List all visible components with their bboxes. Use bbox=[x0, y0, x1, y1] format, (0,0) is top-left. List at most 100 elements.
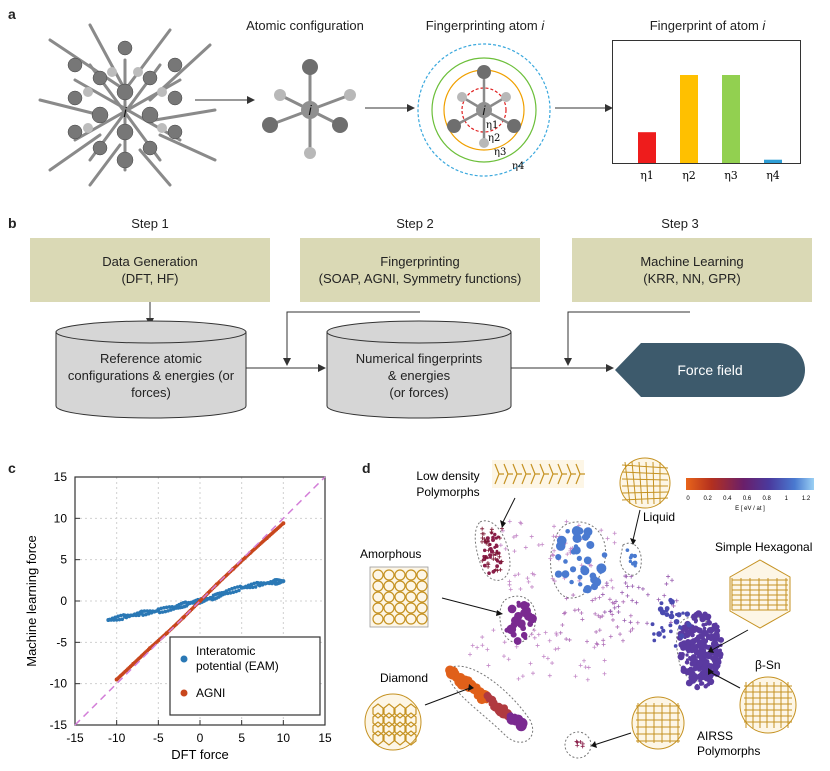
cross-marker bbox=[593, 611, 598, 616]
arrow-a3 bbox=[555, 104, 613, 112]
cross-marker bbox=[501, 654, 506, 659]
cross-marker bbox=[554, 631, 559, 636]
amorphous-point bbox=[516, 619, 526, 629]
liquid-point bbox=[563, 559, 568, 564]
label-low-density-line1: Low density bbox=[416, 469, 479, 483]
cross-marker bbox=[520, 674, 525, 679]
cross-marker bbox=[610, 617, 615, 622]
beta-sn-point bbox=[656, 631, 662, 637]
point-eam bbox=[159, 606, 163, 611]
cross-marker bbox=[536, 632, 541, 637]
cross-marker bbox=[485, 647, 490, 652]
cross-marker bbox=[615, 624, 620, 629]
cross-marker bbox=[547, 673, 552, 678]
amorphous-point bbox=[507, 604, 517, 614]
cross-marker bbox=[528, 661, 533, 666]
point-eam bbox=[230, 586, 234, 591]
cross-marker bbox=[585, 677, 590, 682]
low-density-cross bbox=[495, 568, 500, 573]
y-tick-label: 0 bbox=[60, 594, 67, 608]
atomic-configuration-image: i bbox=[262, 59, 356, 159]
cross-marker bbox=[503, 546, 508, 551]
point-eam bbox=[237, 588, 241, 593]
colorbar-label: E [ eV / at ] bbox=[735, 506, 765, 512]
beta-sn-point bbox=[699, 632, 706, 639]
point-eam bbox=[167, 605, 172, 609]
liquid-point bbox=[572, 533, 582, 543]
low-density-cross bbox=[493, 556, 498, 561]
beta-sn-point bbox=[661, 628, 666, 633]
liquid-point bbox=[569, 579, 574, 585]
cross-marker bbox=[628, 620, 633, 625]
low-density-point bbox=[495, 564, 500, 569]
cross-marker bbox=[532, 635, 537, 640]
cross-marker bbox=[585, 639, 590, 644]
beta-sn-point bbox=[668, 623, 673, 628]
cross-marker bbox=[532, 628, 537, 633]
liquid-point bbox=[561, 570, 570, 579]
cross-marker bbox=[598, 615, 603, 620]
amorphous-point bbox=[524, 611, 533, 621]
beta-sn-point bbox=[697, 667, 702, 672]
point-eam bbox=[117, 617, 122, 622]
low-density-point bbox=[489, 549, 495, 554]
cross-marker bbox=[564, 637, 569, 642]
fingerprinting-title: Fingerprinting bbox=[380, 254, 460, 269]
point-eam bbox=[231, 590, 236, 595]
beta-sn-point bbox=[678, 625, 683, 630]
beta-sn-point bbox=[707, 618, 711, 622]
cross-marker bbox=[556, 646, 561, 651]
fingerprint-tick-3: η3 bbox=[724, 169, 738, 182]
cross-marker bbox=[618, 632, 623, 637]
cross-marker bbox=[580, 617, 585, 622]
liquid-point bbox=[570, 548, 577, 555]
panel-b-letter: b bbox=[8, 215, 17, 231]
cross-marker bbox=[536, 543, 541, 548]
point-eam bbox=[281, 579, 286, 584]
y-tick-label: 15 bbox=[54, 470, 68, 484]
cross-marker bbox=[468, 652, 473, 657]
crystal-lattice-image: i bbox=[38, 23, 217, 187]
cross-marker bbox=[592, 645, 597, 650]
beta-sn-point bbox=[678, 652, 683, 656]
point-eam bbox=[119, 613, 123, 618]
cross-marker bbox=[622, 618, 627, 623]
cross-marker bbox=[552, 548, 557, 553]
point-eam bbox=[249, 582, 254, 587]
ring-eta3: η3 bbox=[494, 147, 506, 158]
cross-marker bbox=[560, 623, 565, 628]
cross-marker bbox=[612, 540, 617, 545]
beta-sn-point bbox=[702, 626, 707, 631]
y-tick-label: -15 bbox=[50, 718, 68, 732]
point-eam bbox=[106, 618, 111, 623]
cross-marker bbox=[604, 583, 609, 588]
data-generation-box: Data Generation (DFT, HF) bbox=[30, 238, 270, 302]
cross-marker bbox=[593, 596, 598, 601]
low-density-point bbox=[491, 538, 496, 543]
cross-marker bbox=[600, 614, 605, 619]
cross-marker bbox=[586, 665, 591, 670]
point-eam bbox=[120, 617, 125, 622]
beta-sn-point bbox=[669, 629, 673, 634]
beta-sn-point bbox=[685, 653, 689, 657]
cross-marker bbox=[605, 536, 610, 541]
beta-sn-point bbox=[706, 620, 712, 626]
point-eam bbox=[146, 611, 151, 616]
beta-sn-point bbox=[660, 626, 664, 630]
beta-sn-point bbox=[701, 660, 709, 667]
cross-marker bbox=[612, 531, 617, 536]
beta-sn-point bbox=[686, 621, 691, 626]
beta-sn-point bbox=[688, 672, 693, 677]
label-low-density-line2: Polymorphs bbox=[416, 485, 479, 499]
beta-sn-point bbox=[697, 650, 703, 656]
low-density-cross bbox=[489, 527, 494, 532]
point-eam bbox=[256, 582, 261, 587]
cross-marker bbox=[662, 593, 667, 598]
beta-sn-point bbox=[676, 612, 682, 618]
low-density-cross bbox=[482, 537, 487, 542]
label-airss-line2: Polymorphs bbox=[697, 744, 760, 758]
legend-eam-marker bbox=[180, 655, 188, 663]
cross-marker bbox=[550, 552, 555, 557]
cross-marker bbox=[523, 545, 528, 550]
